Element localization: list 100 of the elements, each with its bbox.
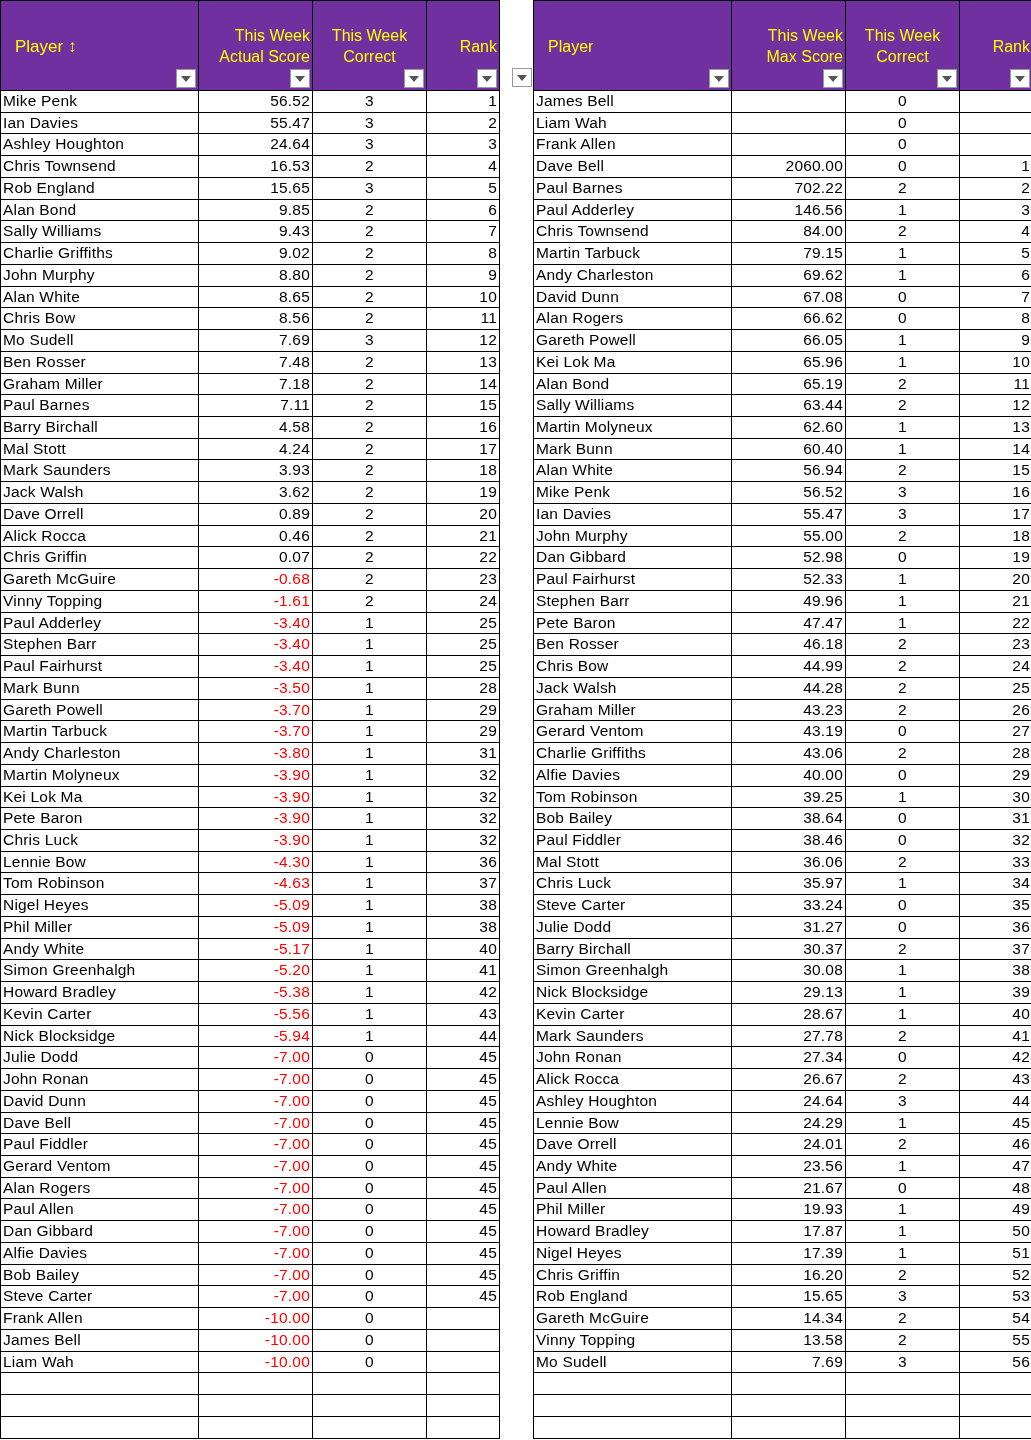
correct-count: 1	[313, 721, 427, 744]
player-name: Charlie Griffiths	[1, 243, 199, 265]
correct-count: 1	[313, 808, 427, 830]
rank-value: 9	[427, 264, 500, 287]
score-value: -7.00	[199, 1069, 313, 1091]
column-header: Player	[548, 36, 595, 56]
correct-count: 0	[313, 1047, 427, 1070]
rank-value: 32	[427, 829, 500, 852]
score-value: 29.13	[732, 982, 846, 1004]
correct-count: 0	[313, 1112, 427, 1135]
score-value: -10.00	[199, 1351, 313, 1374]
player-name: Gareth McGuire	[1, 569, 199, 591]
rank-value: 16	[960, 482, 1031, 504]
player-name: Dan Gibbard	[534, 547, 732, 570]
correct-count: 1	[846, 1156, 960, 1178]
player-name: James Bell	[534, 91, 732, 113]
correct-count: 2	[846, 373, 960, 396]
correct-count: 2	[846, 1264, 960, 1287]
score-value: 63.44	[732, 395, 846, 417]
score-value: -3.70	[199, 699, 313, 722]
rank-value: 29	[427, 699, 500, 722]
rank-value: 13	[960, 417, 1031, 439]
score-value: 39.25	[732, 786, 846, 809]
score-value: -3.90	[199, 786, 313, 809]
player-name: Chris Griffin	[1, 547, 199, 570]
correct-count: 1	[313, 829, 427, 852]
score-value: 60.40	[732, 438, 846, 461]
score-value: -7.00	[199, 1286, 313, 1309]
correct-count: 3	[313, 91, 427, 113]
rank-value: 32	[427, 764, 500, 787]
correct-count: 0	[846, 916, 960, 939]
player-name: Chris Griffin	[534, 1264, 732, 1287]
player-name: Mark Bunn	[534, 438, 732, 461]
correct-count: 2	[846, 460, 960, 483]
correct-count: 0	[846, 829, 960, 852]
player-name: Lennie Bow	[1, 851, 199, 874]
player-name: Alick Rocca	[534, 1069, 732, 1091]
player-name: Vinny Topping	[1, 590, 199, 613]
rank-value: 11	[427, 308, 500, 331]
player-name: Gerard Ventom	[1, 1156, 199, 1178]
rank-value: 13	[427, 351, 500, 374]
player-name: Dave Bell	[534, 156, 732, 178]
column-header: Rank	[991, 36, 1030, 56]
player-name: John Ronan	[1, 1069, 199, 1091]
rank-value: 45	[427, 1090, 500, 1113]
score-value: -5.09	[199, 916, 313, 939]
player-name: Stephen Barr	[534, 590, 732, 613]
score-value: 56.52	[732, 482, 846, 504]
player-name: Paul Barnes	[1, 395, 199, 417]
rank-value: 41	[960, 1025, 1031, 1048]
player-name: Howard Bradley	[1, 982, 199, 1004]
player-name: Chris Townsend	[1, 156, 199, 178]
player-name: Lennie Bow	[534, 1112, 732, 1135]
player-name: Alan Rogers	[534, 308, 732, 331]
rank-value: 21	[427, 525, 500, 548]
correct-count: 2	[313, 460, 427, 483]
player-name: Ashley Houghton	[534, 1090, 732, 1113]
player-name: Dave Orrell	[534, 1134, 732, 1156]
correct-count: 2	[846, 1329, 960, 1352]
correct-count: 3	[313, 134, 427, 157]
player-name: Alan Rogers	[1, 1177, 199, 1200]
player-name: Alick Rocca	[1, 525, 199, 548]
correct-count: 1	[846, 569, 960, 591]
player-name: Gareth McGuire	[534, 1308, 732, 1330]
correct-count: 3	[846, 503, 960, 526]
rank-value: 23	[427, 569, 500, 591]
score-value: -3.90	[199, 808, 313, 830]
score-value: 0.07	[199, 547, 313, 570]
correct-count: 2	[846, 851, 960, 874]
rank-value: 25	[960, 677, 1031, 700]
score-value: -5.38	[199, 982, 313, 1004]
player-name: Graham Miller	[534, 699, 732, 722]
correct-count: 1	[313, 1025, 427, 1048]
score-value: 0.46	[199, 525, 313, 548]
score-value: 702.22	[732, 177, 846, 200]
score-value: 7.11	[199, 395, 313, 417]
correct-count: 2	[313, 395, 427, 417]
score-value: 30.37	[732, 938, 846, 961]
player-name: Jack Walsh	[534, 677, 732, 700]
rank-value: 38	[427, 895, 500, 917]
score-value: 56.94	[732, 460, 846, 483]
rank-value: 14	[427, 373, 500, 396]
correct-count: 1	[313, 677, 427, 700]
player-name: Graham Miller	[1, 373, 199, 396]
correct-count: 1	[846, 330, 960, 352]
score-value: -4.63	[199, 873, 313, 896]
correct-count: 1	[313, 764, 427, 787]
rank-value: 12	[960, 395, 1031, 417]
rank-value: 24	[960, 656, 1031, 678]
correct-count: 2	[313, 482, 427, 504]
correct-count: 3	[846, 1090, 960, 1113]
score-value: 13.58	[732, 1329, 846, 1352]
rank-value: 24	[427, 590, 500, 613]
correct-count: 2	[313, 199, 427, 222]
correct-count: 0	[313, 1264, 427, 1287]
rank-value: 4	[427, 156, 500, 178]
rank-value: 3	[427, 134, 500, 157]
rank-value: 12	[427, 330, 500, 352]
score-value: 7.69	[732, 1351, 846, 1374]
score-value: 31.27	[732, 916, 846, 939]
